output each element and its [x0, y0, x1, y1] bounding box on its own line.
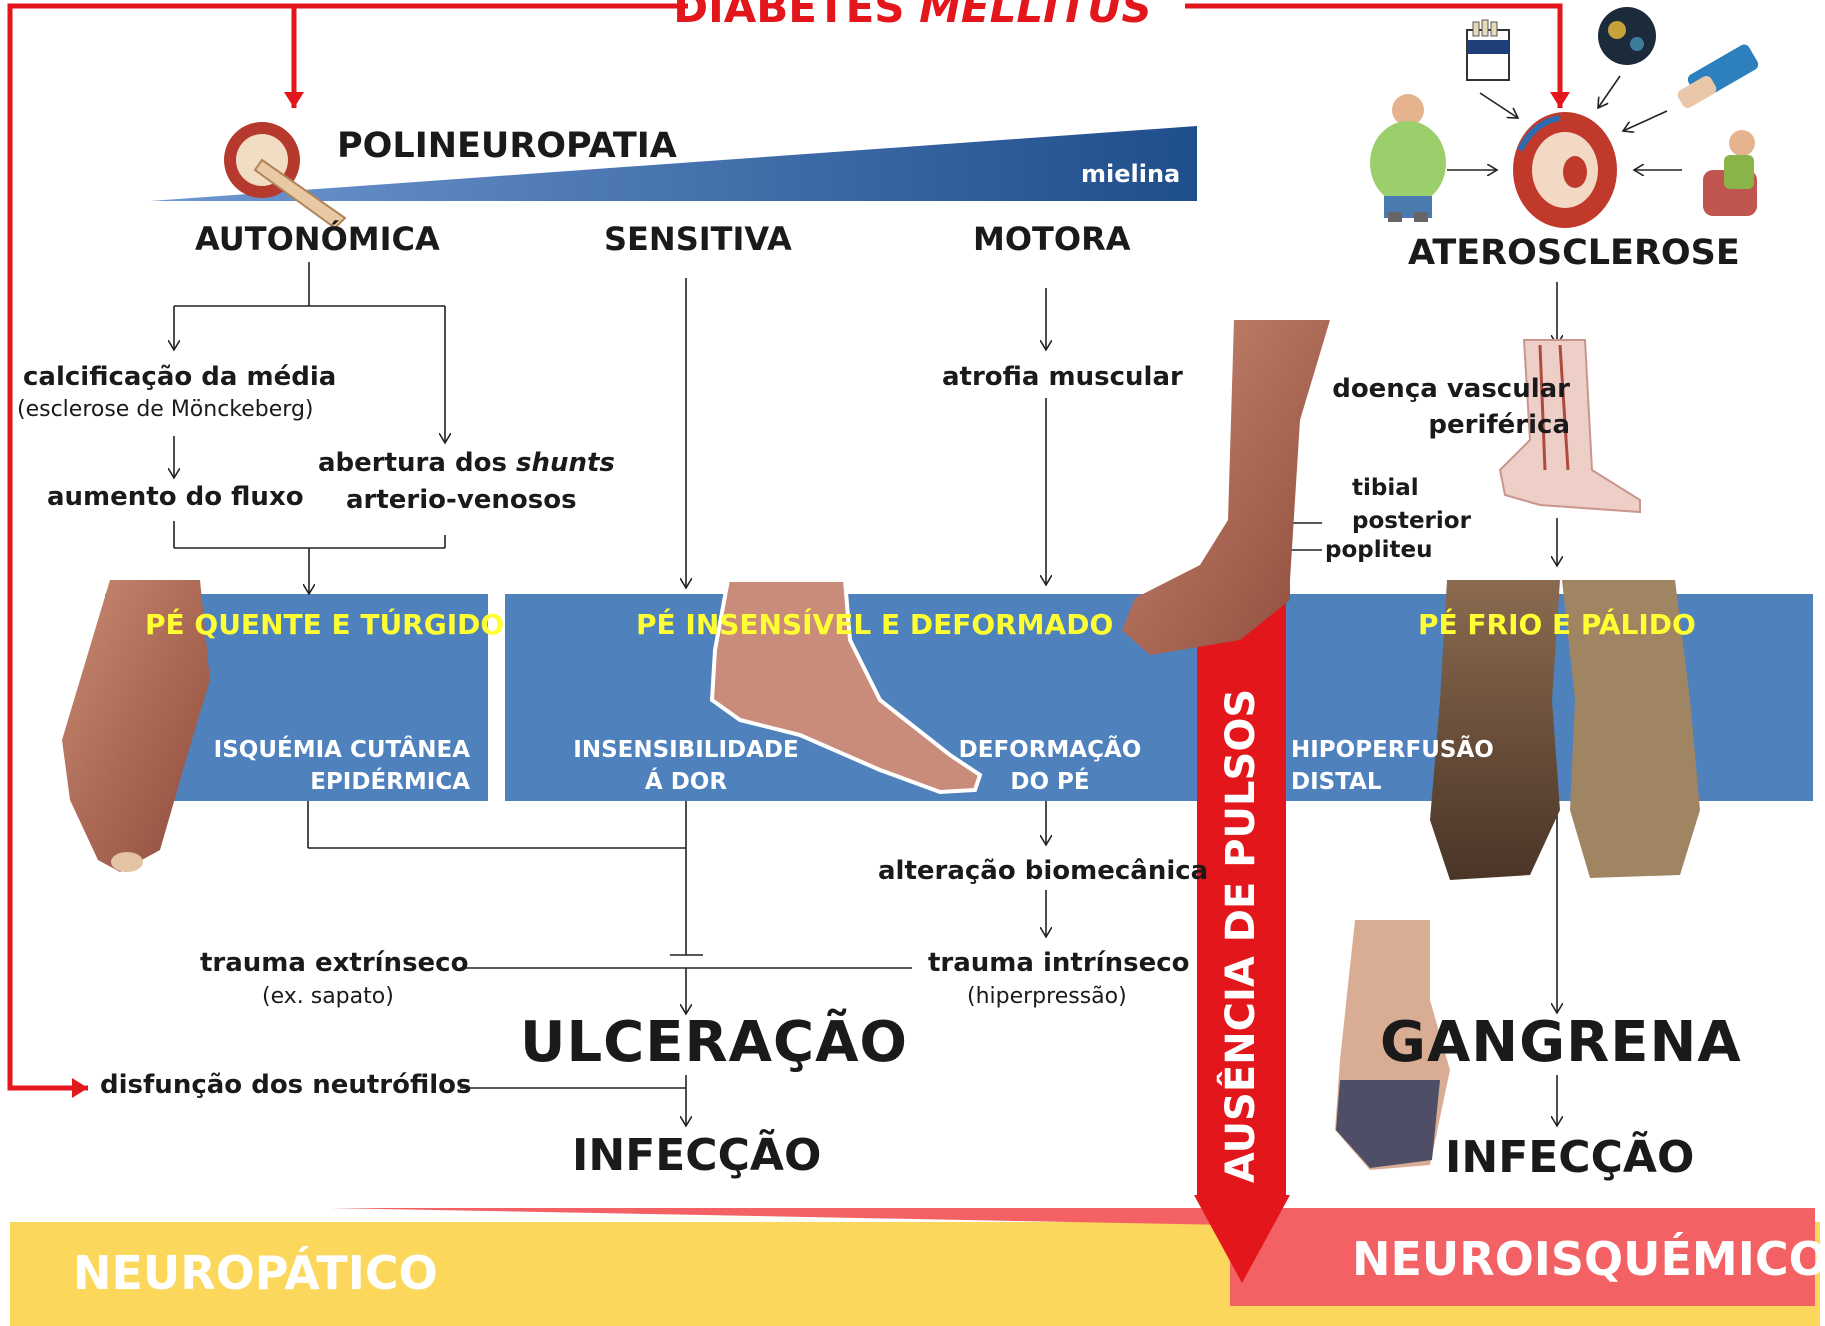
cholesterol-icon: [1598, 7, 1656, 65]
band-cold-title: PÉ FRIO E PÁLIDO: [1418, 608, 1696, 641]
branch-autonomic: AUTONÓMICA: [195, 220, 440, 258]
shunts-text-a: abertura dos: [318, 448, 507, 478]
hyperpressure-label: (hiperpressão): [967, 984, 1127, 1009]
branch-motor: MOTORA: [973, 220, 1131, 258]
warm-foot-photo: [62, 580, 210, 872]
band-warm-line1: ISQUÉMIA CUTÂNEA: [213, 737, 470, 763]
monckeberg-label: (esclerose de Mönckeberg): [17, 397, 314, 422]
vascular-leg-illustration: [1498, 339, 1641, 514]
title-italic: MELLITUS: [919, 0, 1152, 32]
band-insensitivity-line1: INSENSIBILIDADE: [573, 737, 799, 763]
polyneuropathy-label: POLINEUROPATIA: [337, 126, 677, 166]
red-line-left: [7, 3, 688, 1098]
shunts-label: abertura dos shunts: [318, 448, 615, 478]
deformed-foot-photo: [709, 578, 983, 795]
myelin-wedge: [150, 126, 1197, 201]
shunts-text-b: shunts: [515, 448, 615, 478]
neutrophil-dysfunction-label: disfunção dos neutrófilos: [100, 1070, 472, 1100]
branch-sensitive: SENSITIVA: [604, 220, 792, 258]
footer-neuroischemic-wedge: [330, 1208, 1815, 1306]
nerve-illustration: [224, 122, 347, 230]
pvd-label-a: doença vascular: [1332, 374, 1570, 404]
band-insensitivity-line2: Á DOR: [644, 769, 728, 795]
ulceration-label: ULCERAÇÃO: [520, 1010, 909, 1075]
band-deformity-line1: DEFORMAÇÃO: [958, 737, 1142, 763]
sedentary-icon: [1703, 130, 1757, 216]
gangrene-label: GANGRENA: [1380, 1010, 1742, 1075]
infection-right-label: INFECÇÃO: [1445, 1132, 1695, 1183]
red-line-right: [1185, 3, 1570, 108]
title-main: DIABETES: [673, 0, 905, 32]
leg-photo: [1122, 320, 1330, 655]
tibial-label-a: tibial: [1352, 475, 1419, 501]
flow-increase-label: aumento do fluxo: [47, 482, 304, 512]
gangrene-foot-photo: [1335, 920, 1450, 1170]
cigarette-pack-icon: [1466, 19, 1510, 81]
obesity-icon: [1370, 94, 1446, 222]
infection-left-label: INFECÇÃO: [572, 1130, 822, 1181]
artery-illustration: [1513, 112, 1617, 228]
intrinsic-trauma-label: trauma intrínseco: [928, 948, 1190, 978]
band-warm-line2: EPIDÉRMICA: [310, 769, 470, 795]
tibial-label-b: posterior: [1352, 508, 1471, 534]
title: DIABETES MELLITUS: [0, 0, 1825, 32]
biomechanical-change-label: alteração biomecânica: [878, 856, 1209, 886]
calcification-label: calcificação da média: [23, 362, 337, 392]
footer-neuropathic-label: NEUROPÁTICO: [73, 1246, 438, 1300]
absent-pulses-label: AUSÊNCIA DE PULSOS: [1218, 688, 1264, 1184]
atherosclerosis-label: ATEROSCLEROSE: [1408, 233, 1740, 273]
pvd-label-b: periférica: [1428, 410, 1570, 440]
band-warm-title: PÉ QUENTE E TÚRGIDO: [145, 608, 505, 641]
muscle-atrophy-label: atrofia muscular: [942, 362, 1183, 392]
myelin-label: mielina: [1081, 160, 1181, 188]
band-insensitive-title: PÉ INSENSÍVEL E DEFORMADO: [636, 608, 1114, 641]
arteriovenous-label: arterio-venosos: [346, 485, 577, 515]
footer-neuroischemic-label: NEUROISQUÉMICO: [1352, 1232, 1825, 1286]
blood-pressure-icon: [1677, 44, 1759, 108]
popliteal-label: popliteu: [1325, 537, 1433, 563]
shoe-note-label: (ex. sapato): [262, 984, 394, 1009]
band-cold-line2: DISTAL: [1291, 769, 1382, 795]
band-cold-line1: HIPOPERFUSÃO: [1291, 737, 1494, 763]
band-deformity-line2: DO PÉ: [1010, 769, 1090, 795]
pulses-arrow: [1194, 598, 1290, 1283]
extrinsic-trauma-label: trauma extrínseco: [200, 948, 469, 978]
cold-feet-photo: [1430, 580, 1700, 880]
